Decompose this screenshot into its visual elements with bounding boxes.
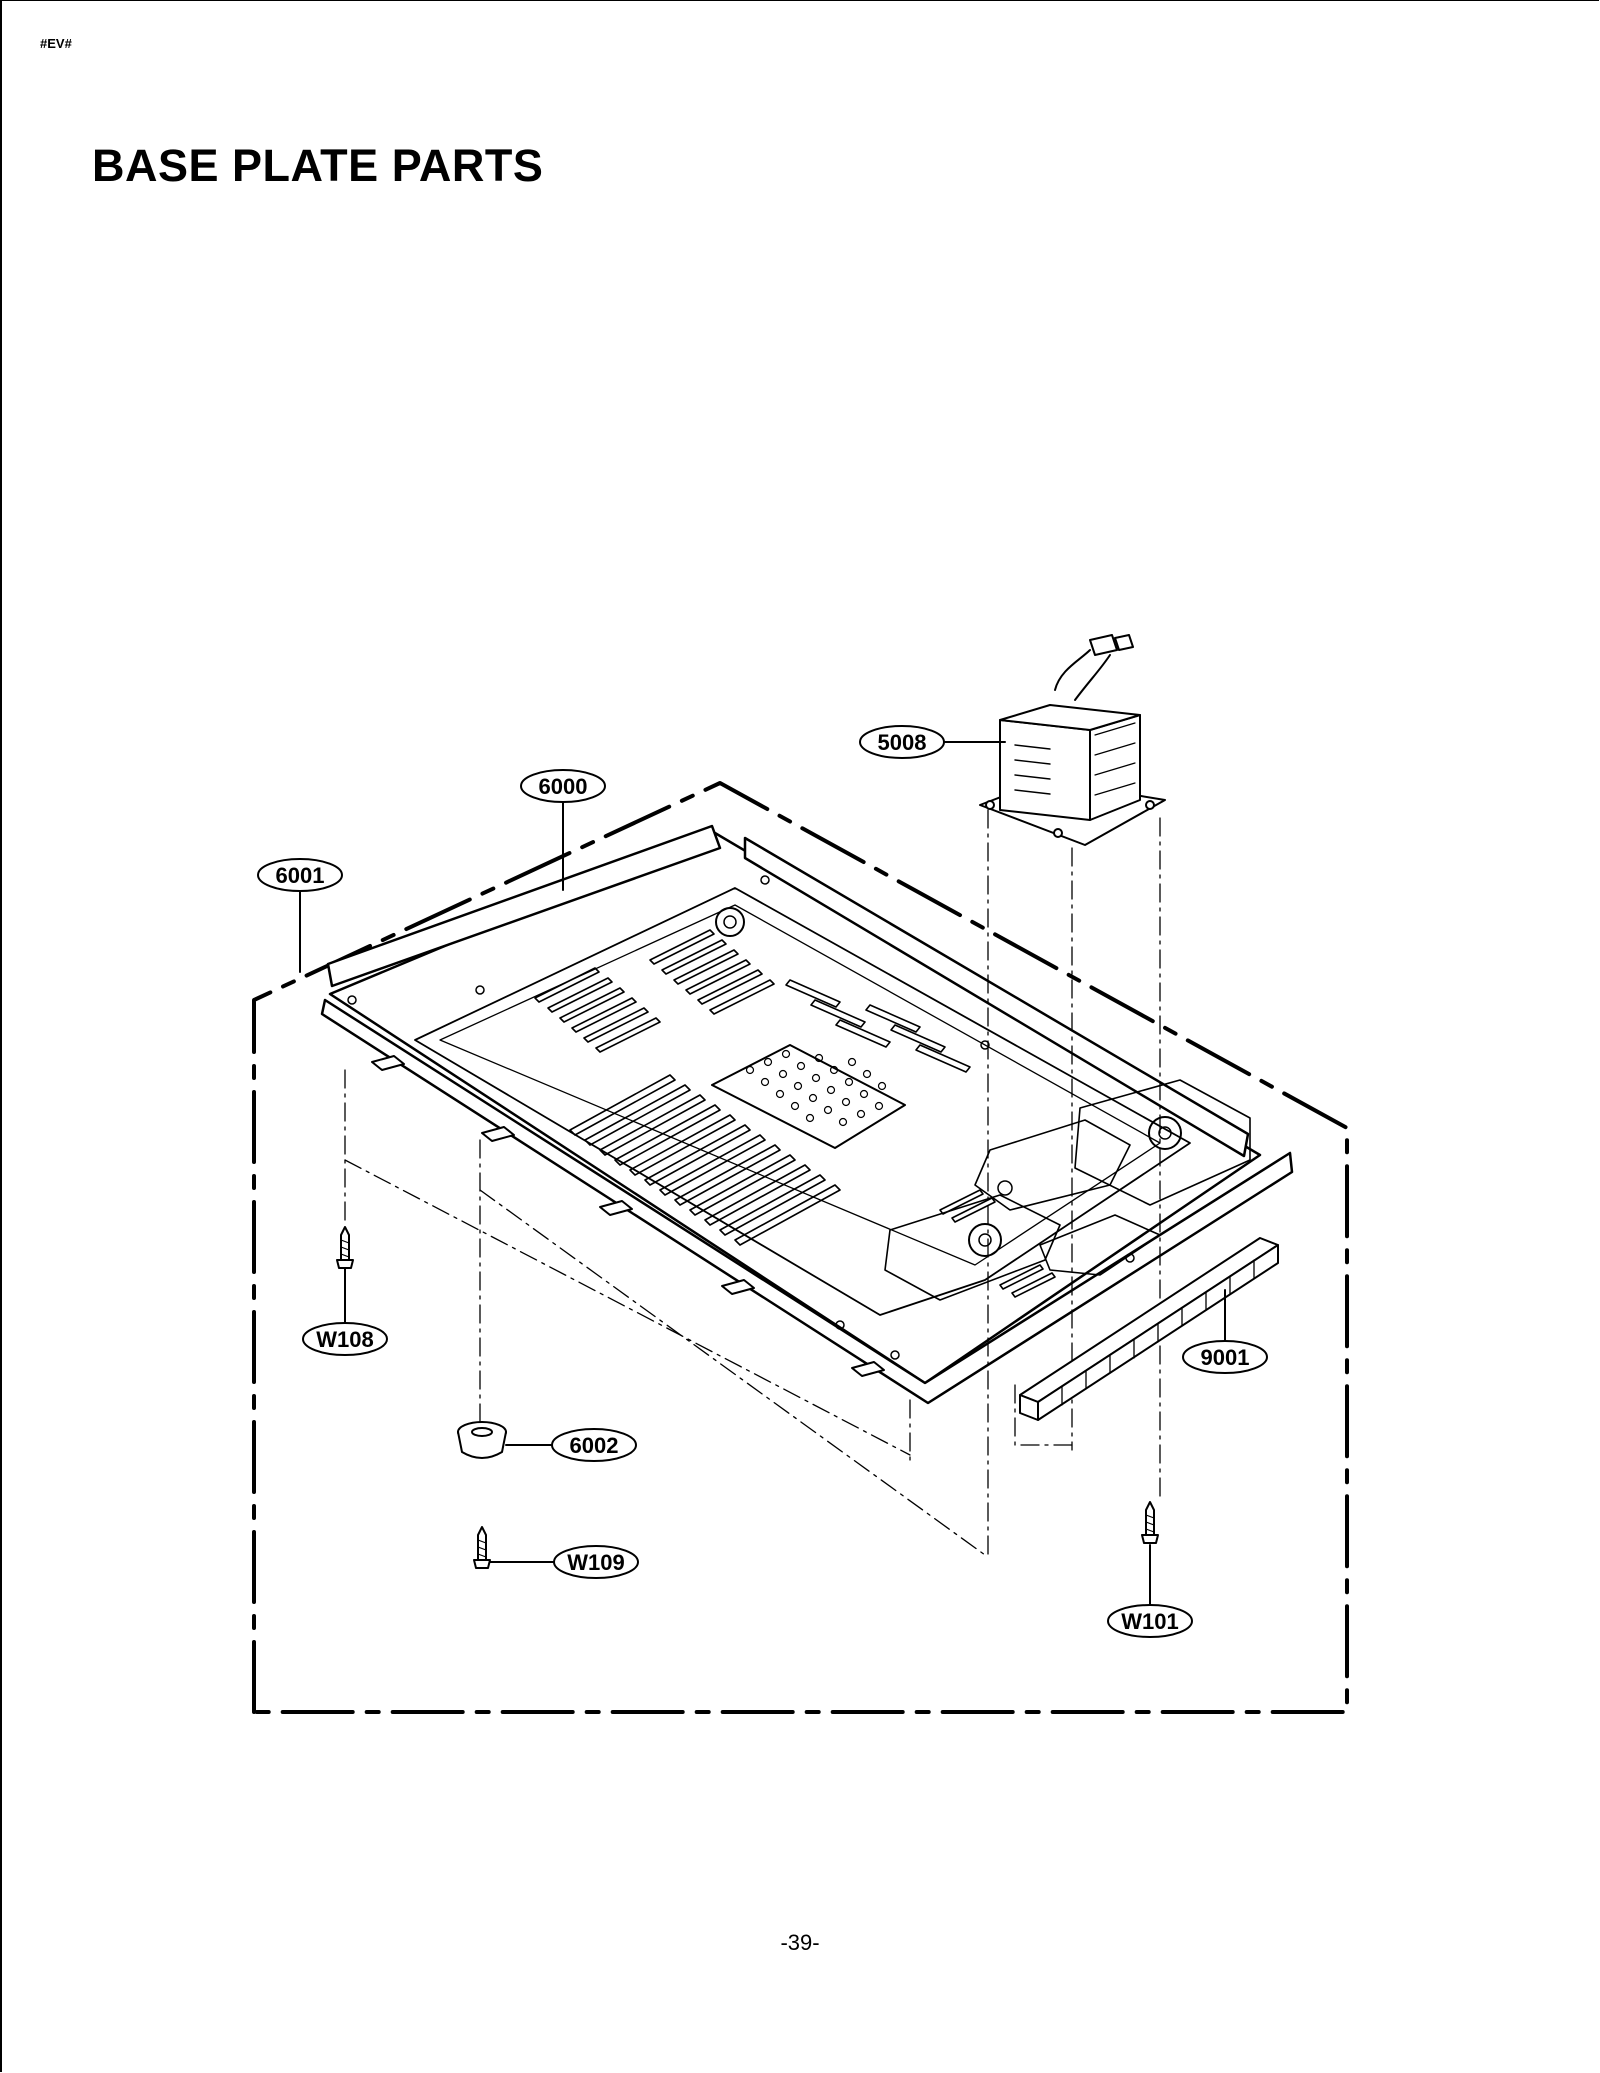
callout-6001: 6001: [257, 858, 343, 892]
callout-w101: W101: [1107, 1604, 1193, 1638]
base-feet: [371, 1055, 885, 1377]
damper-strip-9001: [1019, 1237, 1279, 1421]
page-title: BASE PLATE PARTS: [92, 140, 544, 191]
svg-text:W109: W109: [567, 1550, 624, 1575]
callout-6002: 6002: [551, 1428, 637, 1462]
page-number: -39-: [780, 1930, 820, 1955]
callout-9001: 9001: [1182, 1340, 1268, 1374]
callout-w109: W109: [553, 1545, 639, 1579]
foot-6002: [457, 1421, 507, 1459]
svg-text:6002: 6002: [570, 1433, 619, 1458]
callout-w108: W108: [302, 1322, 388, 1356]
louver-slots: [534, 929, 1056, 1298]
screw-w101: [1141, 1501, 1159, 1544]
svg-text:6001: 6001: [276, 863, 325, 888]
callout-5008: 5008: [859, 725, 945, 759]
vent-holes: [745, 1049, 887, 1127]
screw-w109: [473, 1526, 491, 1569]
svg-text:W101: W101: [1121, 1609, 1178, 1634]
assembly-boundary: [252, 781, 1349, 1714]
doc-code: #EV#: [40, 36, 72, 51]
leader-lines: [299, 741, 1226, 1606]
callout-6000: 6000: [520, 769, 606, 803]
svg-text:9001: 9001: [1201, 1345, 1250, 1370]
svg-text:6000: 6000: [539, 774, 588, 799]
base-plate: [320, 824, 1294, 1405]
screw-w108: [336, 1226, 354, 1269]
svg-text:5008: 5008: [878, 730, 927, 755]
svg-text:W108: W108: [316, 1327, 373, 1352]
transformer-5008: [979, 634, 1166, 846]
assembly-guide-lines: [344, 809, 1161, 1561]
